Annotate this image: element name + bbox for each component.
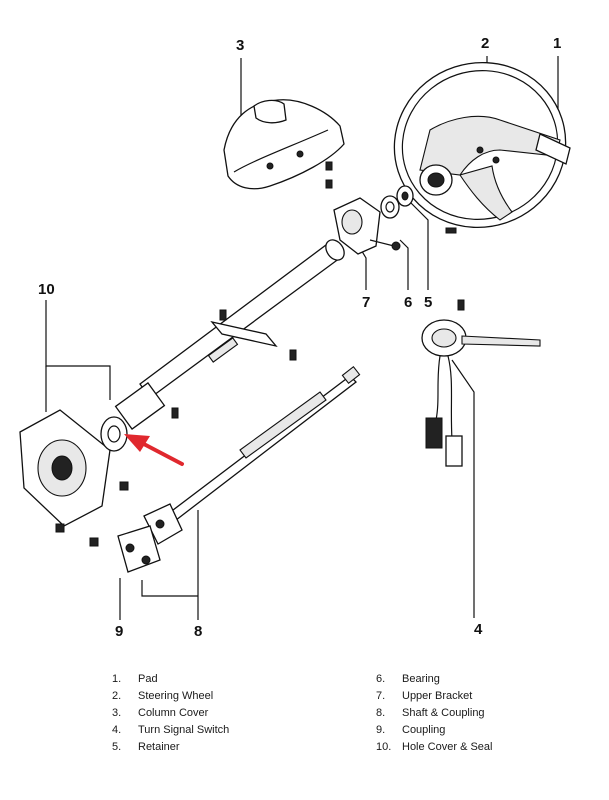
steering-shaft (143, 365, 361, 541)
upper-bracket (333, 197, 401, 255)
shaft-coupling (143, 503, 183, 545)
legend-item-1: 1.Pad (112, 673, 158, 685)
legend-item-4: 4.Turn Signal Switch (112, 724, 230, 736)
callout-8: 8 (194, 623, 202, 640)
legend-item-5: 5.Retainer (112, 741, 180, 753)
horn-pad (535, 133, 571, 165)
callout-7: 7 (362, 294, 370, 311)
callout-9: 9 (115, 623, 123, 640)
steering-wheel (393, 61, 567, 229)
bearing (380, 195, 400, 219)
exploded-diagram: 1 2 3 4 5 6 7 8 9 10 (19, 35, 571, 640)
cover-bolts (55, 481, 129, 547)
callout-1: 1 (553, 35, 561, 52)
callout-5: 5 (424, 294, 432, 311)
callout-2: 2 (481, 35, 489, 52)
leader-lines (45, 56, 559, 620)
cover-screws (325, 161, 333, 189)
callout-6: 6 (404, 294, 412, 311)
highlight-arrow (124, 434, 184, 466)
seal (100, 416, 128, 452)
coupling (117, 525, 161, 573)
legend-item-10: 10.Hole Cover & Seal (376, 741, 493, 753)
legend-item-6: 6.Bearing (376, 673, 440, 685)
column-cover (223, 99, 345, 190)
parts-legend: 1.Pad 2.Steering Wheel 3.Column Cover 4.… (0, 672, 609, 782)
legend-item-2: 2.Steering Wheel (112, 690, 214, 702)
legend-item-7: 7.Upper Bracket (376, 690, 473, 702)
callout-4: 4 (474, 621, 483, 638)
hole-cover (19, 409, 111, 527)
retainer (396, 185, 414, 207)
callout-3: 3 (236, 37, 244, 54)
turn-signal-switch (421, 299, 541, 467)
legend-item-3: 3.Column Cover (112, 707, 209, 719)
legend-item-8: 8.Shaft & Coupling (376, 707, 485, 719)
bracket-bolts (171, 309, 297, 419)
legend-item-9: 9.Coupling (376, 724, 446, 736)
callout-10: 10 (38, 281, 55, 298)
wheel-bolt (445, 227, 457, 234)
column-tube (114, 239, 345, 430)
